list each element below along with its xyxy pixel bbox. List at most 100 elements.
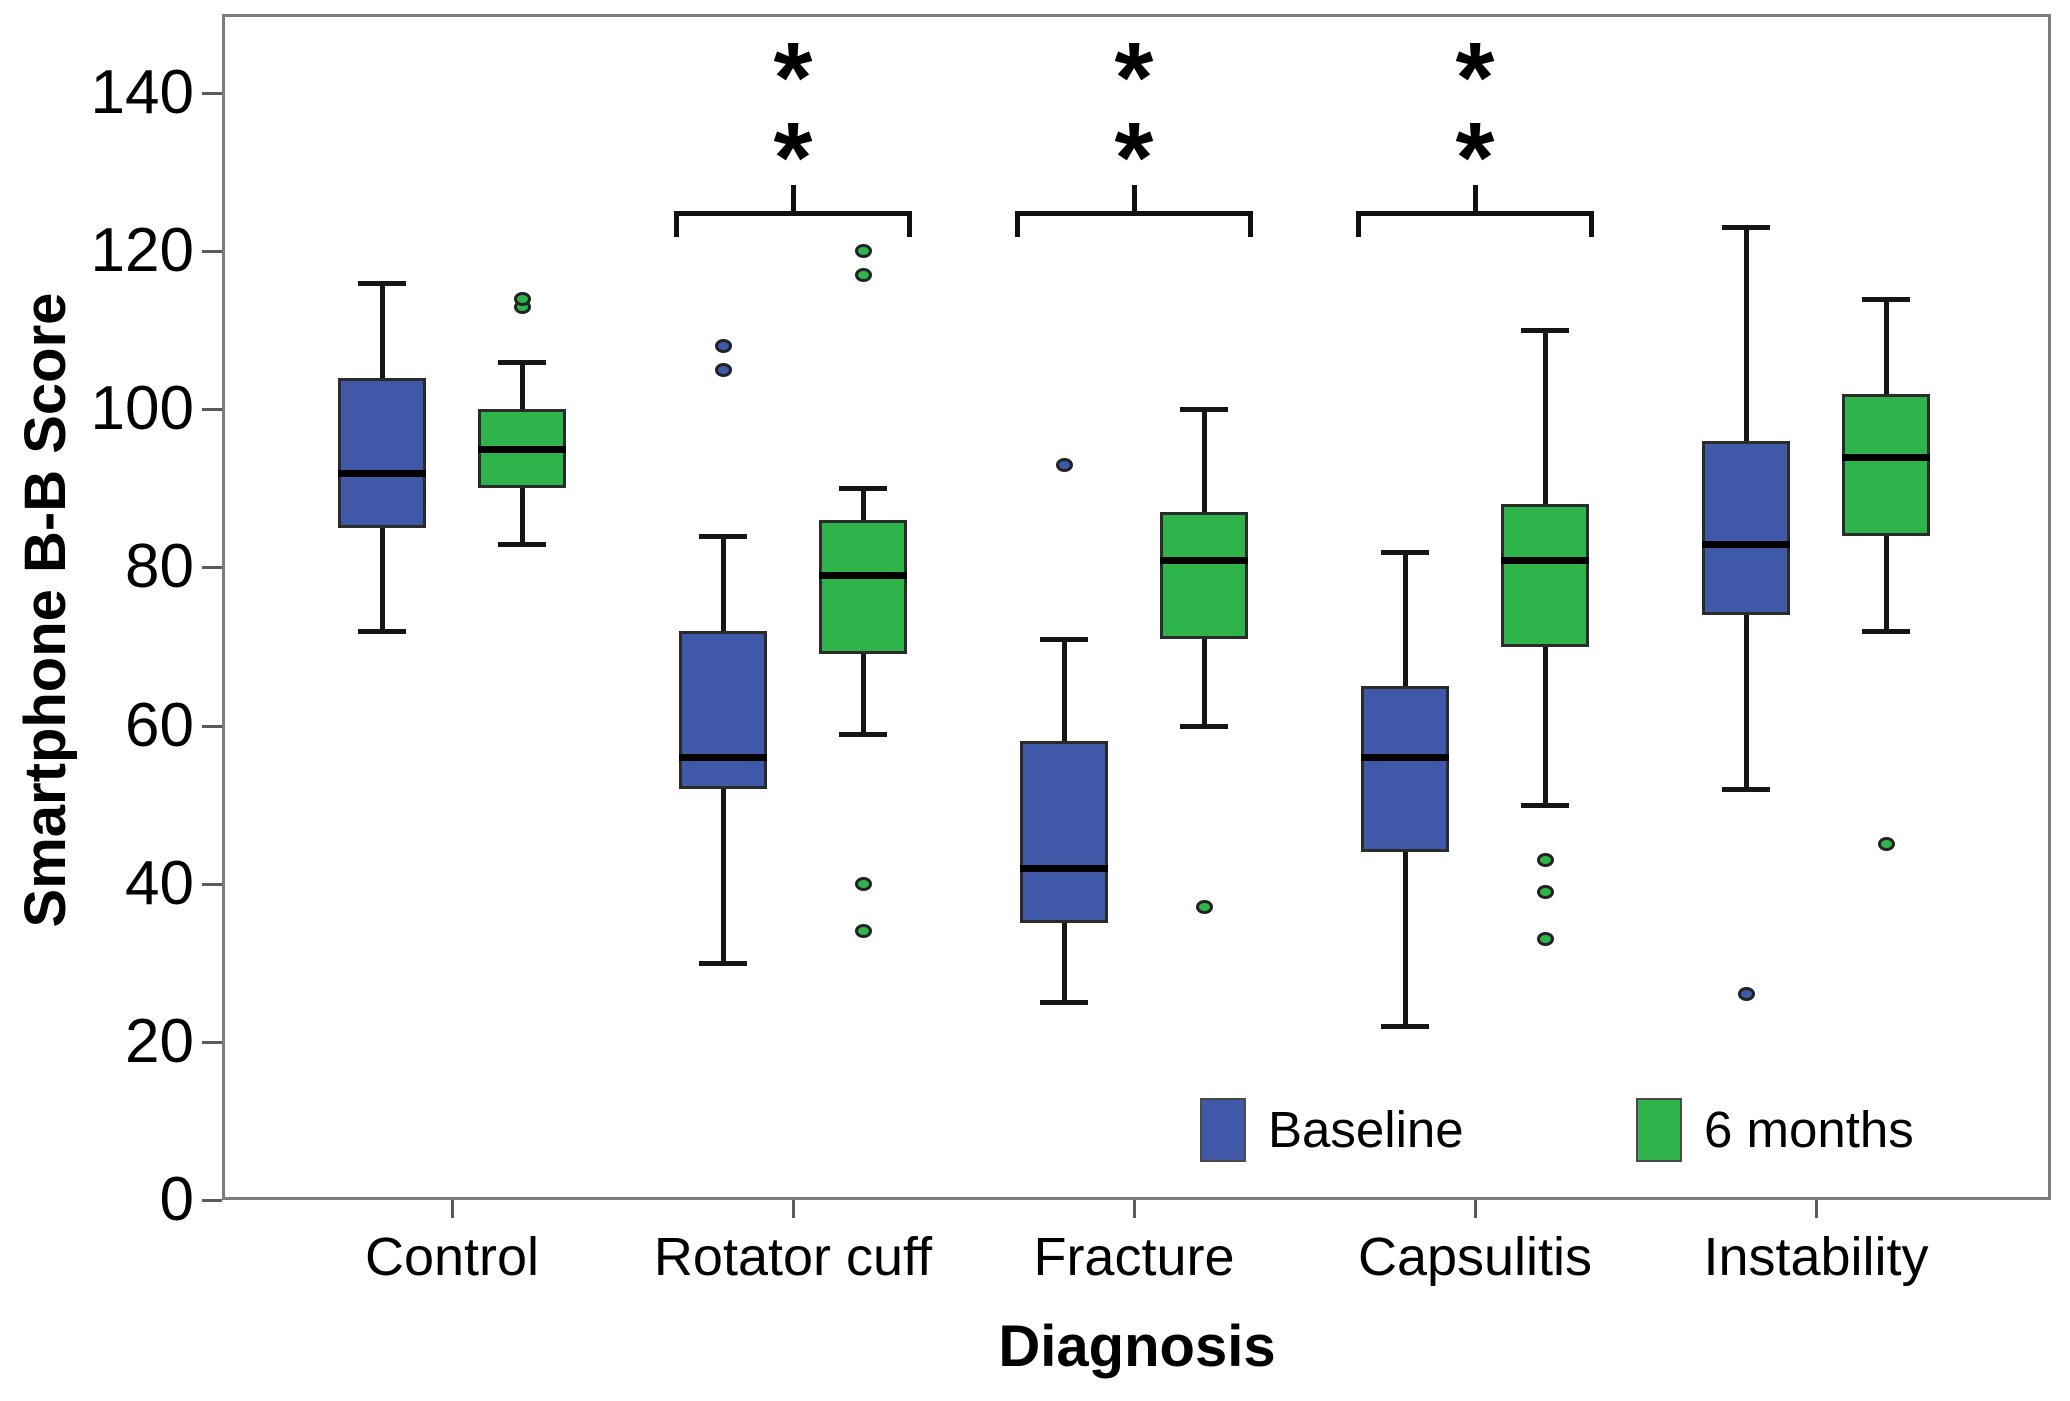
legend-entry-6-months: 6 months <box>1636 1090 1914 1170</box>
outlier-dot <box>1056 457 1073 472</box>
x-tick-label: Rotator cuff <box>653 1227 933 1287</box>
outlier-dot <box>1537 884 1554 899</box>
median-line <box>338 469 426 477</box>
y-tick-mark <box>202 408 222 412</box>
box-baseline <box>1702 440 1790 615</box>
y-tick-mark <box>202 724 222 728</box>
whisker-cap-bottom <box>1862 628 1910 634</box>
significance-bracket-bar <box>1015 211 1253 216</box>
box-6-months <box>1160 512 1248 639</box>
whisker-cap-top <box>1862 296 1910 302</box>
median-line <box>819 572 907 580</box>
whisker-cap-bottom <box>1180 723 1228 729</box>
box-6-months <box>819 520 907 655</box>
significance-bracket-end-left <box>1356 211 1361 237</box>
whisker-cap-top <box>358 280 406 286</box>
median-line <box>478 445 566 453</box>
whisker-cap-bottom <box>498 541 546 547</box>
box-6-months <box>1501 504 1589 647</box>
median-line <box>1501 556 1589 564</box>
whisker-cap-top <box>839 486 887 492</box>
x-tick-label: Instability <box>1703 1227 1929 1287</box>
median-line <box>1842 453 1930 461</box>
outlier-dot <box>1738 987 1755 1002</box>
y-tick-mark <box>202 566 222 570</box>
significance-bracket-center-nub <box>791 185 796 211</box>
y-tick-mark <box>202 250 222 254</box>
outlier-dot <box>1537 932 1554 947</box>
whisker-cap-bottom <box>1040 1000 1088 1006</box>
whisker-cap-top <box>1180 407 1228 413</box>
whisker-cap-top <box>1521 328 1569 334</box>
legend-swatch-baseline <box>1200 1098 1246 1162</box>
significance-bracket-end-right <box>907 211 912 237</box>
significance-bracket-center-nub <box>1473 185 1478 211</box>
outlier-dot <box>715 362 732 377</box>
median-line <box>1160 556 1248 564</box>
y-tick-label: 120 <box>90 216 194 286</box>
y-tick-mark <box>202 882 222 886</box>
legend-swatch-6-months <box>1636 1098 1682 1162</box>
significance-bracket-bar <box>674 211 912 216</box>
box-baseline <box>1020 741 1108 924</box>
whisker-cap-bottom <box>1381 1024 1429 1030</box>
legend-label-baseline: Baseline <box>1268 1101 1464 1158</box>
significance-asterisks: * * <box>773 22 813 214</box>
x-tick-label: Control <box>364 1227 540 1287</box>
whisker-cap-bottom <box>699 960 747 966</box>
whisker-cap-top <box>498 359 546 365</box>
outlier-dot <box>1878 837 1895 852</box>
y-tick-label: 60 <box>125 690 194 760</box>
y-axis-title: Smartphone B-B Score <box>13 292 78 928</box>
x-tick-label: Fracture <box>1033 1227 1235 1287</box>
outlier-dot <box>855 876 872 891</box>
x-tick-mark <box>451 1200 454 1218</box>
box-6-months <box>1842 393 1930 536</box>
whisker-cap-bottom <box>358 628 406 634</box>
median-line <box>1361 754 1449 762</box>
median-line <box>1702 540 1790 548</box>
outlier-dot <box>855 924 872 939</box>
significance-bracket-bar <box>1356 211 1594 216</box>
y-tick-label: 40 <box>125 848 194 918</box>
y-tick-label: 140 <box>90 58 194 128</box>
legend-entry-baseline: Baseline <box>1200 1090 1464 1170</box>
x-tick-mark <box>792 1200 795 1218</box>
whisker-cap-top <box>1722 225 1770 231</box>
whisker-cap-top <box>1040 636 1088 642</box>
y-tick-mark <box>202 1040 222 1044</box>
median-line <box>679 754 767 762</box>
significance-bracket-end-right <box>1248 211 1253 237</box>
y-tick-mark <box>202 92 222 96</box>
significance-bracket-center-nub <box>1132 185 1137 211</box>
whisker-cap-bottom <box>1722 786 1770 792</box>
x-tick-mark <box>1474 1200 1477 1218</box>
significance-bracket-end-right <box>1589 211 1594 237</box>
y-tick-label: 100 <box>90 374 194 444</box>
outlier-dot <box>715 339 732 354</box>
outlier-dot <box>1196 900 1213 915</box>
significance-bracket-end-left <box>1015 211 1020 237</box>
outlier-dot <box>855 267 872 282</box>
significance-asterisks: * * <box>1455 22 1495 214</box>
legend-label-6-months: 6 months <box>1704 1101 1914 1158</box>
y-tick-label: 20 <box>125 1006 194 1076</box>
outlier-dot <box>855 244 872 259</box>
significance-bracket-end-left <box>674 211 679 237</box>
whisker-cap-bottom <box>839 731 887 737</box>
outlier-dot <box>1537 853 1554 867</box>
y-tick-mark <box>202 1199 222 1202</box>
significance-asterisks: * * <box>1114 22 1154 214</box>
box-baseline <box>679 630 767 789</box>
whisker-cap-bottom <box>1521 802 1569 808</box>
whisker-cap-top <box>1381 549 1429 555</box>
x-axis-title: Diagnosis <box>998 1314 1276 1379</box>
median-line <box>1020 864 1108 872</box>
x-tick-label: Capsulitis <box>1357 1227 1593 1287</box>
x-tick-mark <box>1133 1200 1136 1218</box>
outlier-dot <box>514 291 531 306</box>
box-baseline <box>1361 686 1449 853</box>
y-tick-label: 80 <box>125 532 194 602</box>
